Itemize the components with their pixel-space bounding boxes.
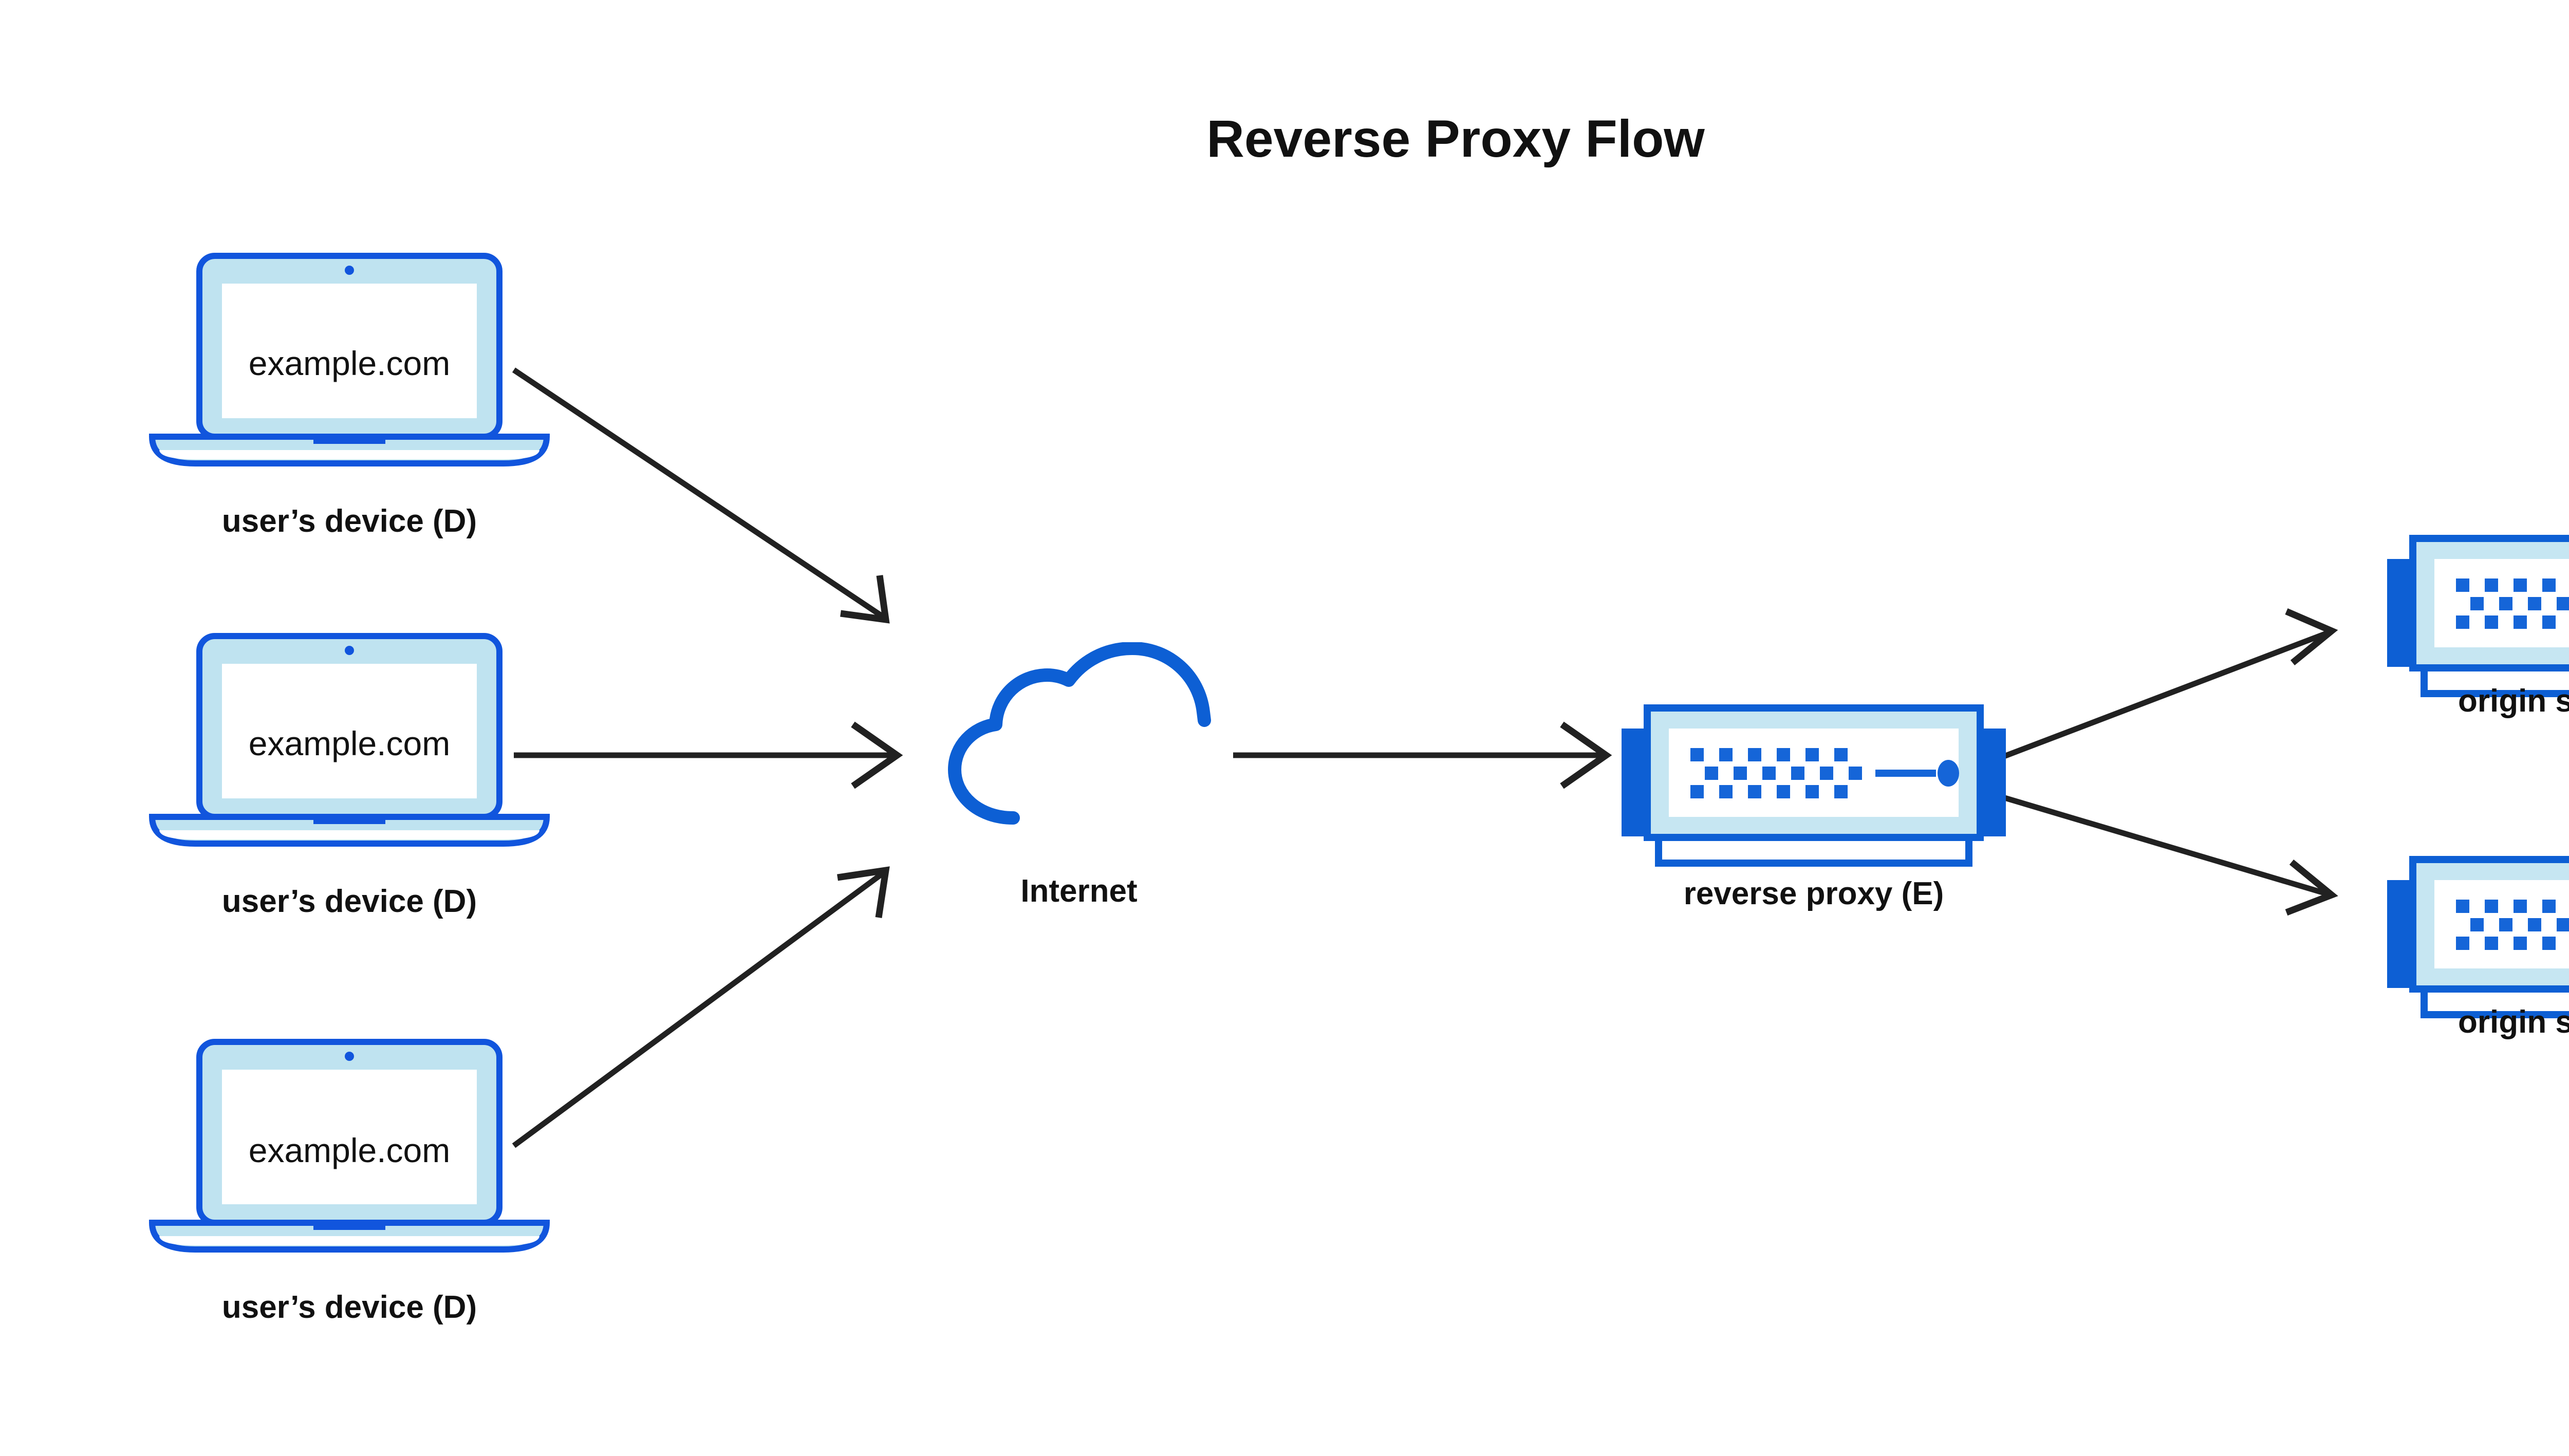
origin-server-label: origin server (F) — [2458, 683, 2569, 719]
device-screen-text: example.com — [249, 1131, 451, 1169]
edges-layer — [512, 367, 2338, 1148]
device-label: user’s device (D) — [222, 884, 477, 919]
page-title: Reverse Proxy Flow — [1206, 109, 1705, 168]
device-screen-text: example.com — [249, 344, 451, 382]
edge-proxy-to-origin-bottom — [1995, 792, 2338, 916]
device-label: user’s device (D) — [222, 503, 477, 539]
node-device-middle[interactable]: example.com user’s device (D) — [152, 636, 547, 919]
server-icon — [2387, 860, 2569, 1015]
node-device-bottom[interactable]: example.com user’s device (D) — [152, 1042, 547, 1325]
node-device-top[interactable]: example.com user’s device (D) — [152, 256, 547, 539]
node-reverse-proxy[interactable]: reverse proxy (E) — [1622, 708, 2006, 911]
edge-device-middle-to-internet — [514, 721, 903, 789]
edge-device-bottom-to-internet — [512, 866, 890, 1148]
device-label: user’s device (D) — [222, 1290, 477, 1325]
device-screen-text: example.com — [249, 724, 451, 762]
edge-device-top-to-internet — [512, 367, 890, 624]
origin-server-label: origin server (F) — [2458, 1004, 2569, 1040]
edge-proxy-to-origin-top — [1995, 608, 2338, 762]
server-icon — [1622, 708, 2006, 863]
node-origin-server-bottom[interactable]: origin server (F) — [2387, 860, 2569, 1040]
node-origin-server-top[interactable]: origin server (F) — [2387, 538, 2569, 719]
node-internet-cloud[interactable]: Internet — [954, 647, 1206, 909]
cloud-icon — [954, 647, 1206, 818]
edge-internet-to-proxy — [1233, 721, 1612, 789]
internet-label: Internet — [1020, 873, 1137, 909]
server-icon — [2387, 538, 2569, 694]
reverse-proxy-label: reverse proxy (E) — [1684, 876, 1944, 911]
